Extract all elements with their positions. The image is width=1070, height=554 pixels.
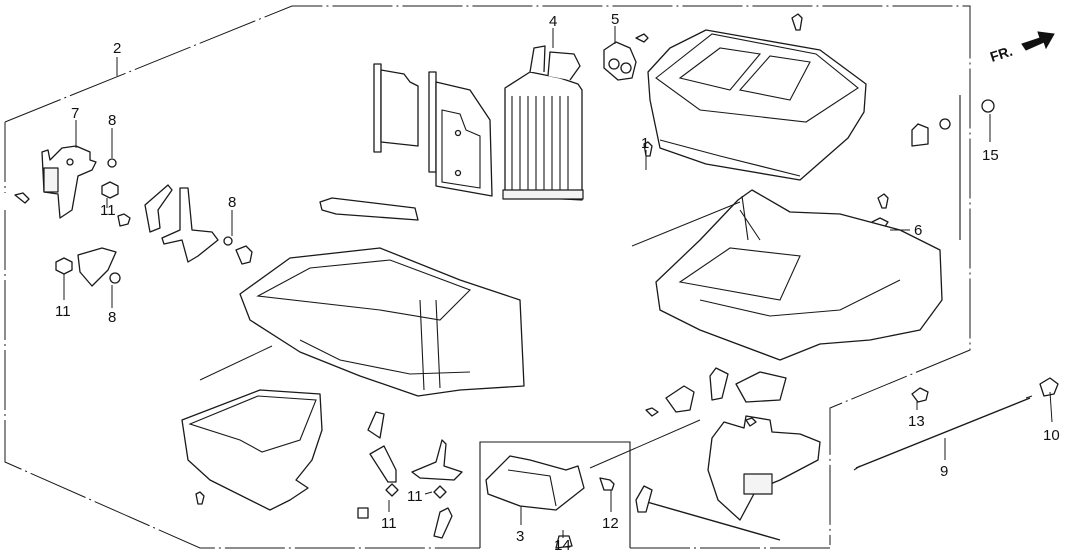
small-hardware-left: [55, 158, 253, 284]
callout-11-left: 11: [55, 303, 71, 320]
callout-13: 13: [908, 413, 925, 430]
callout-4: 4: [549, 13, 557, 30]
pipe-plate-part: [603, 33, 649, 81]
callout-14: 14: [554, 537, 571, 554]
callout-9: 9: [940, 463, 948, 480]
lower-tray-part: [181, 389, 323, 511]
actuator-motor-part: [14, 145, 97, 219]
linkage-arms-left: [77, 184, 219, 287]
cable-and-grommet: [853, 377, 1059, 471]
callout-8-middle: 8: [228, 194, 236, 211]
callout-12: 12: [602, 515, 619, 532]
lower-case-left-part: [199, 247, 525, 397]
assembly-outline: [4, 5, 971, 549]
callout-7: 7: [71, 105, 79, 122]
filter-panels: [319, 63, 493, 221]
callout-2: 2: [113, 40, 121, 57]
callout-15: 15: [982, 147, 999, 164]
callout-3: 3: [516, 528, 524, 545]
callout-8-bottom: 8: [108, 309, 116, 326]
callout-8-top: 8: [108, 112, 116, 129]
front-direction-indicator: FR.: [988, 31, 1055, 65]
callout-11-bottom: 11: [381, 515, 397, 532]
callout-11-upper: 11: [100, 202, 116, 219]
lower-case-right-part: [631, 189, 943, 361]
callout-11-bottom-right: 11: [407, 488, 423, 505]
heater-core-part: [502, 45, 584, 201]
linkage-arms-bottom: [357, 411, 463, 539]
leader-lines: [63, 26, 1053, 538]
upper-case-part: [647, 13, 867, 181]
duct-part: [485, 419, 701, 549]
front-arrow-icon: [1021, 31, 1055, 51]
callout-labels: 1 2 3 4 5 6 7 8 8 8 9 10 11 11 11 11 12 …: [55, 11, 1060, 554]
callout-1: 1: [641, 135, 649, 152]
door-parts-right: [635, 367, 821, 541]
fr-label: FR.: [988, 43, 1014, 65]
callout-5: 5: [611, 11, 619, 28]
callout-10: 10: [1043, 427, 1060, 444]
callout-6: 6: [914, 222, 922, 239]
